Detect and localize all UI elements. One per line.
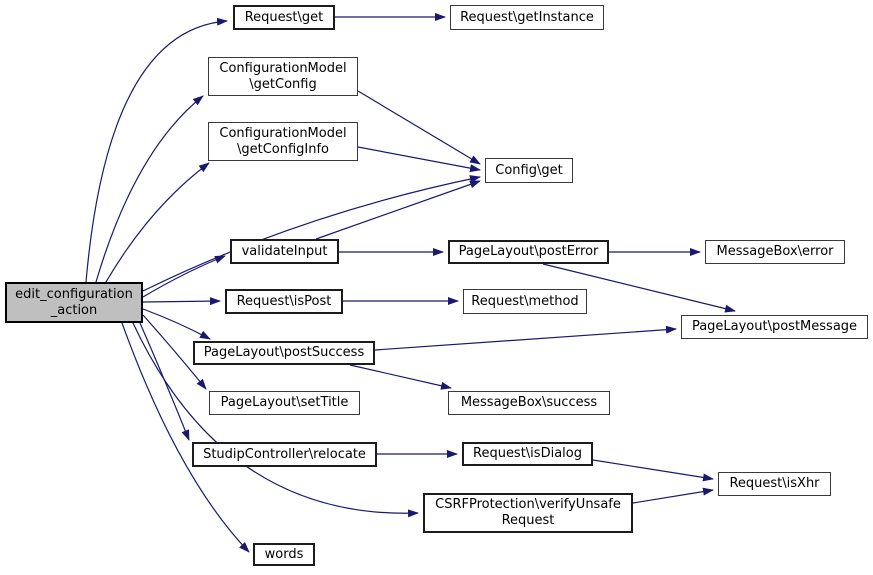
edge-pagelayout-posterror-to-pagelayout-postmessage: [542, 263, 736, 313]
node-label-line: Request: [501, 513, 555, 528]
node-label-line: PageLayout\setTitle: [220, 395, 349, 410]
edge-edit-configuration-action-to-csrfprotection-verifyunsaferequest: [132, 322, 419, 518]
node-config-get[interactable]: Config\get: [485, 158, 573, 183]
edge-request-isdialog-to-request-isxhr: [592, 459, 714, 482]
node-label-line: Request\isPost: [236, 293, 332, 309]
node-label-line: StudipController\relocate: [203, 446, 366, 462]
node-label-line: edit_configuration: [15, 286, 133, 302]
node-label-line: _action: [50, 302, 98, 318]
node-label-line: Request\method: [471, 293, 579, 309]
node-configurationmodel-getconfiginfo[interactable]: ConfigurationModel\getConfigInfo: [208, 122, 358, 161]
node-words[interactable]: words: [253, 543, 315, 566]
node-label-line: Request\isXhr: [729, 476, 820, 491]
node-label-line: validateInput: [241, 243, 328, 259]
edge-edit-configuration-action-to-words: [121, 322, 250, 553]
node-request-get[interactable]: Request\get: [233, 5, 335, 30]
node-label-line: CSRFProtection\verifyUnsafe: [435, 497, 621, 512]
edge-pagelayout-postsuccess-to-pagelayout-postmessage: [374, 325, 677, 351]
node-validateinput[interactable]: validateInput: [230, 239, 339, 264]
node-pagelayout-postsuccess[interactable]: PageLayout\postSuccess: [193, 341, 375, 365]
node-pagelayout-postmessage[interactable]: PageLayout\postMessage: [681, 315, 868, 339]
node-edit-configuration-action[interactable]: edit_configuration_action: [5, 282, 143, 323]
node-configurationmodel-getconfig[interactable]: ConfigurationModel\getConfig: [208, 57, 358, 96]
edge-edit-configuration-action-to-pagelayout-postsuccess: [142, 308, 211, 340]
node-label-line: \getConfigInfo: [236, 141, 330, 157]
edge-configurationmodel-getconfiginfo-to-config-get: [357, 146, 481, 173]
node-label-line: words: [264, 546, 304, 562]
edge-validateinput-to-config-get: [315, 180, 481, 240]
node-label-line: PageLayout\postSuccess: [203, 345, 365, 360]
node-label-line: MessageBox\error: [716, 244, 834, 259]
node-messagebox-error[interactable]: MessageBox\error: [705, 240, 845, 264]
edge-edit-configuration-action-to-studipcontroller-relocate: [139, 322, 190, 441]
edge-edit-configuration-action-to-pagelayout-settitle: [142, 314, 207, 390]
edge-edit-configuration-action-to-request-get: [85, 17, 228, 283]
edge-edit-configuration-action-to-request-ispost: [142, 297, 221, 306]
node-label-line: PageLayout\postMessage: [691, 319, 858, 334]
node-label-line: PageLayout\postError: [458, 244, 599, 259]
node-request-ispost[interactable]: Request\isPost: [225, 289, 343, 314]
edge-configurationmodel-getconfig-to-config-get: [357, 90, 481, 165]
edge-edit-configuration-action-to-validateinput: [142, 255, 226, 298]
node-pagelayout-settitle[interactable]: PageLayout\setTitle: [209, 391, 360, 415]
node-label-line: Request\get: [244, 9, 324, 25]
node-label-line: ConfigurationModel: [219, 125, 347, 141]
node-request-isdialog[interactable]: Request\isDialog: [462, 442, 593, 466]
node-label-line: ConfigurationModel: [219, 60, 347, 76]
node-pagelayout-posterror[interactable]: PageLayout\postError: [448, 240, 609, 264]
node-request-isxhr[interactable]: Request\isXhr: [718, 472, 831, 496]
node-label-line: MessageBox\success: [460, 395, 598, 410]
node-label-line: Request\isDialog: [473, 446, 582, 461]
node-request-method[interactable]: Request\method: [463, 289, 587, 314]
node-label-line: \getConfig: [249, 76, 317, 92]
edge-edit-configuration-action-to-configurationmodel-getconfiginfo: [105, 162, 210, 283]
node-request-getinstance[interactable]: Request\getInstance: [450, 5, 604, 30]
node-label-line: Config\get: [495, 162, 563, 178]
node-studipcontroller-relocate[interactable]: StudipController\relocate: [192, 442, 377, 467]
edge-edit-configuration-action-to-config-get: [142, 175, 481, 292]
edge-pagelayout-postsuccess-to-messagebox-success: [349, 364, 452, 390]
edge-csrfprotection-verifyunsaferequest-to-request-isxhr: [632, 487, 714, 504]
node-messagebox-success[interactable]: MessageBox\success: [448, 391, 610, 415]
node-label-line: Request\getInstance: [460, 9, 594, 25]
edge-edit-configuration-action-to-configurationmodel-getconfig: [95, 95, 204, 283]
